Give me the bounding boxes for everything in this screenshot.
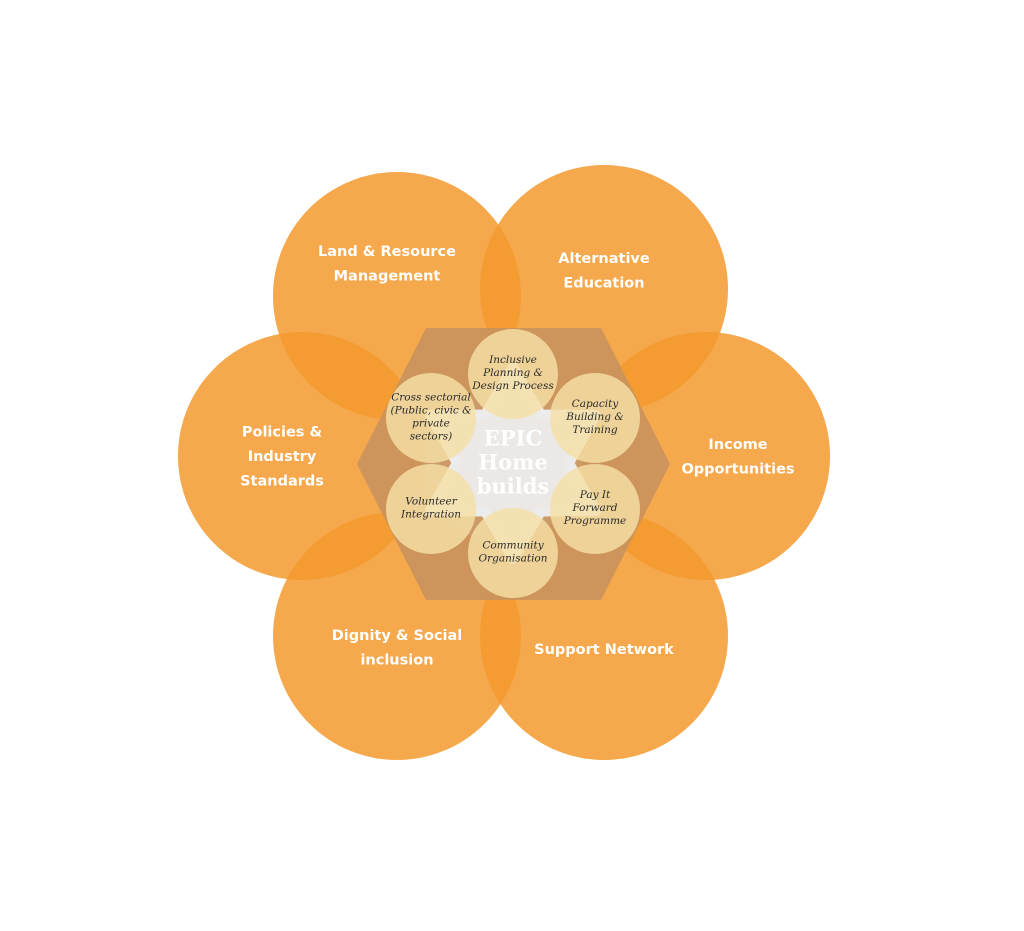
outer-label-policies-line: Policies & <box>242 425 323 441</box>
outer-label-land-line: Management <box>334 268 441 284</box>
inner-label-crosssectorial-line: (Public, civic & <box>390 405 471 417</box>
center-title-line: builds <box>477 474 549 499</box>
outer-label-dignity: Dignity & Social inclusion <box>332 628 463 669</box>
inner-label-volunteer-line: Volunteer <box>405 496 457 508</box>
outer-label-dignity-line: Dignity & Social <box>332 628 463 644</box>
inner-circle-crosssectorial <box>386 373 476 463</box>
outer-label-support-line: Support Network <box>534 642 674 658</box>
outer-label-support: Support Network <box>534 642 674 658</box>
outer-label-dignity-line: inclusion <box>360 652 433 668</box>
outer-label-education-line: Alternative <box>558 251 650 267</box>
inner-label-community-line: Organisation <box>478 553 547 565</box>
inner-label-crosssectorial-line: sectors) <box>410 431 453 443</box>
outer-label-policies-line: Standards <box>240 474 324 490</box>
outer-label-land-line: Land & Resource <box>318 244 456 260</box>
inner-label-payitforward-line: Pay It <box>579 489 611 501</box>
inner-circle-planning <box>468 329 558 419</box>
center-title-line: EPIC <box>484 426 542 451</box>
inner-label-planning-line: Planning & <box>482 367 543 379</box>
inner-label-payitforward-line: Forward <box>571 502 617 514</box>
inner-label-capacity-line: Training <box>572 424 618 436</box>
inner-label-planning-line: Design Process <box>471 380 554 392</box>
inner-label-community-line: Community <box>482 540 544 552</box>
outer-label-education-line: Education <box>563 275 644 291</box>
inner-label-crosssectorial-line: Cross sectorial <box>391 392 471 404</box>
outer-circle-income <box>582 332 830 580</box>
inner-circle-volunteer <box>386 464 476 554</box>
inner-label-capacity-line: Capacity <box>572 398 620 410</box>
outer-label-income-line: Opportunities <box>681 461 794 477</box>
inner-label-volunteer-line: Integration <box>400 509 461 521</box>
inner-label-capacity-line: Building & <box>565 411 623 423</box>
inner-circle-community <box>468 508 558 598</box>
outer-label-income-line: Income <box>708 437 767 453</box>
inner-label-crosssectorial-line: private <box>412 418 450 430</box>
inner-circle-payitforward <box>550 464 640 554</box>
outer-label-policies-line: Industry <box>248 449 317 465</box>
inner-circle-capacity <box>550 373 640 463</box>
center-title-line: Home <box>478 450 547 475</box>
inner-label-payitforward-line: Programme <box>563 515 627 527</box>
inner-label-planning-line: Inclusive <box>488 354 537 366</box>
